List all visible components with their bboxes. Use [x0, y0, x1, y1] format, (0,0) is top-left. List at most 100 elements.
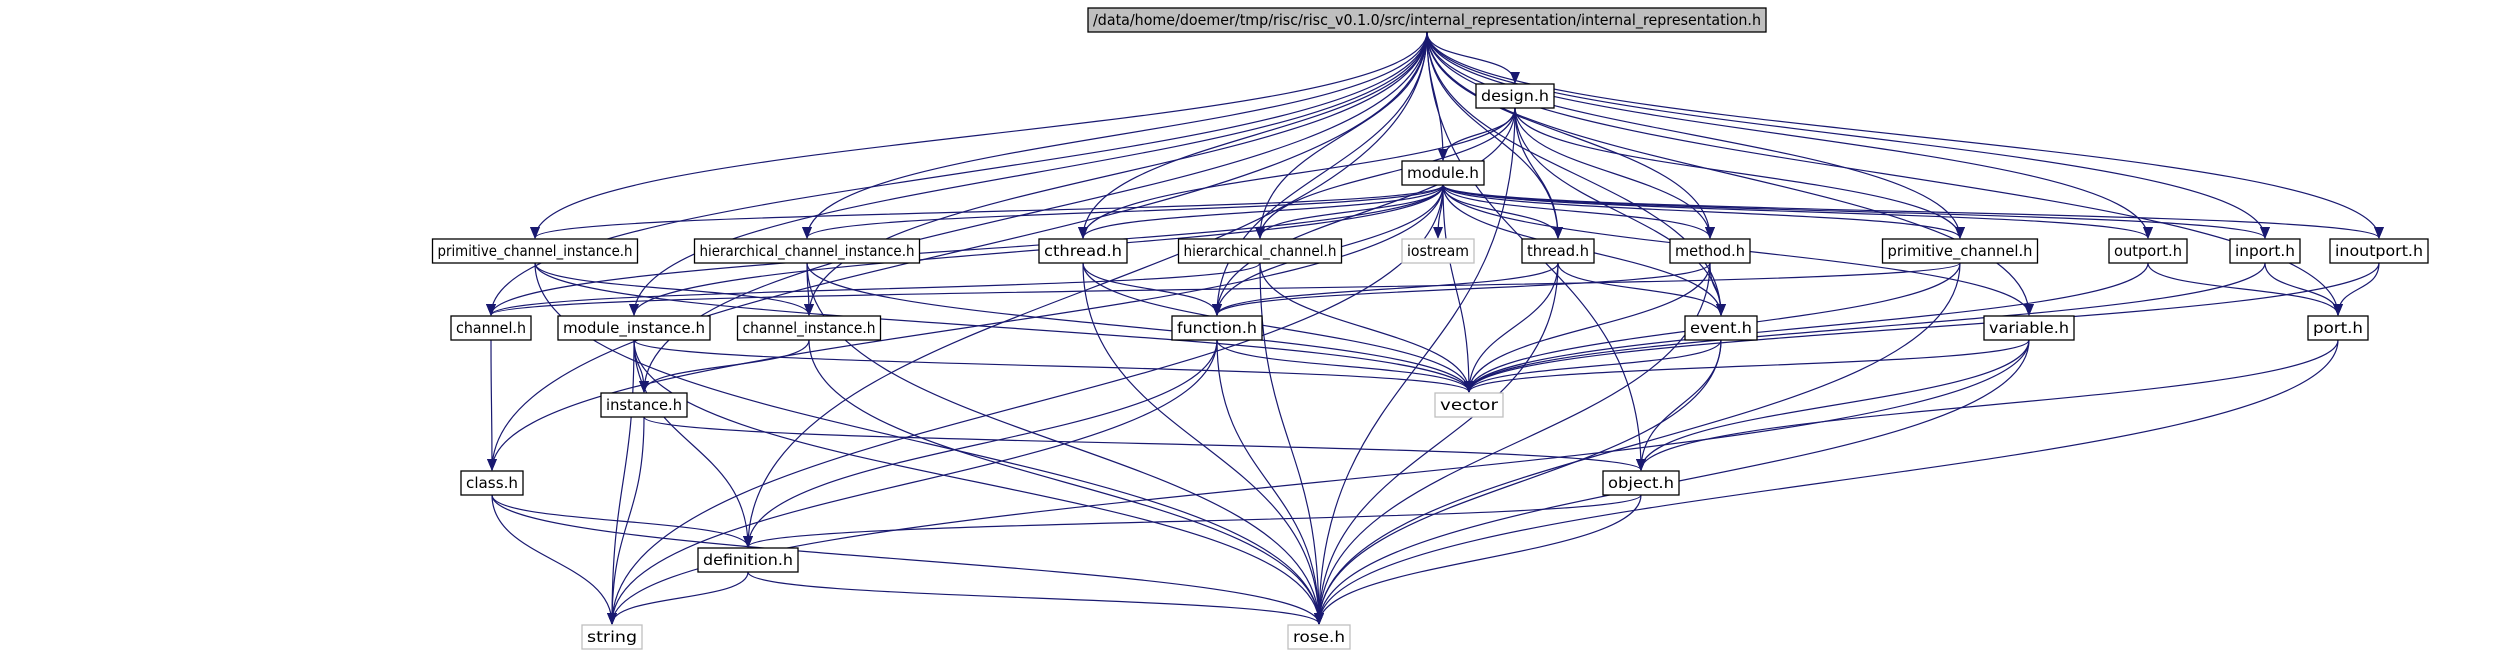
- node-label: hierarchical_channel_instance.h: [700, 242, 915, 261]
- edge-primitive_channel-to-rose: [1314, 262, 1961, 625]
- node-label: thread.h: [1527, 242, 1589, 260]
- edge-design-to-hierarchical_channel: [1255, 107, 1516, 239]
- node-label: event.h: [1690, 319, 1752, 337]
- node-box: [581, 624, 643, 650]
- edge-internal_representation-to-channel: [486, 31, 1428, 316]
- node-label: rose.h: [1293, 628, 1345, 646]
- node-label: channel.h: [456, 319, 526, 337]
- edge-inport-to-vector: [1464, 262, 2266, 393]
- edge-definition-to-rose: [747, 571, 1324, 625]
- edge-design-to-cthread: [1078, 107, 1516, 239]
- edge-object-to-definition: [743, 494, 1642, 548]
- node-method[interactable]: method.h: [1669, 238, 1751, 264]
- node-variable[interactable]: variable.h: [1983, 315, 2075, 341]
- edge-design-to-function: [1212, 107, 1516, 316]
- edge-internal_representation-to-definition: [743, 31, 1428, 548]
- node-class[interactable]: class.h: [460, 470, 524, 496]
- node-cthread[interactable]: cthread.h: [1038, 238, 1128, 264]
- node-primitive-channel-instance[interactable]: primitive_channel_instance.h: [431, 238, 639, 264]
- node-outport[interactable]: outport.h: [2108, 238, 2188, 264]
- edge-design-to-thread: [1514, 107, 1563, 239]
- node-label: primitive_channel.h: [1888, 242, 2033, 261]
- edge-internal_representation-to-function: [1212, 31, 1428, 316]
- node-hierarchical-channel-instance[interactable]: hierarchical_channel_instance.h: [693, 238, 921, 264]
- node-label: outport.h: [2114, 242, 2182, 260]
- edge-internal_representation-to-inport: [1426, 31, 2270, 239]
- node-label: method.h: [1675, 242, 1745, 260]
- node-label: string: [587, 628, 637, 646]
- node-channel[interactable]: channel.h: [450, 315, 532, 341]
- edge-internal_representation-to-hierarchical_channel_instance: [802, 31, 1428, 239]
- node-vector: vector: [1434, 392, 1504, 418]
- node-box: [431, 238, 639, 264]
- node-inoutport[interactable]: inoutport.h: [2329, 238, 2429, 264]
- node-box: [450, 315, 532, 341]
- node-port[interactable]: port.h: [2307, 315, 2369, 341]
- node-design[interactable]: design.h: [1475, 83, 1555, 109]
- edge-internal_representation-to-design: [1426, 31, 1520, 84]
- node-label: vector: [1440, 396, 1499, 414]
- edge-design-to-method: [1514, 107, 1715, 239]
- node-box: [1171, 315, 1263, 341]
- node-box: [1684, 315, 1758, 341]
- node-label: module_instance.h: [563, 319, 705, 338]
- edge-channel_instance-to-instance: [639, 339, 810, 393]
- node-event[interactable]: event.h: [1684, 315, 1758, 341]
- edge-instance-to-object: [643, 416, 1646, 471]
- edge-function-to-rose: [1216, 339, 1324, 625]
- node-inport[interactable]: inport.h: [2229, 238, 2301, 264]
- edge-instance-to-string: [607, 416, 645, 625]
- edge-thread-to-rose: [1314, 262, 1559, 625]
- edge-outport-to-port: [2147, 262, 2343, 316]
- edge-definition-to-string: [607, 571, 749, 625]
- edge-module-to-vector: [1442, 184, 1474, 393]
- node-box: [1401, 238, 1475, 264]
- node-function[interactable]: function.h: [1171, 315, 1263, 341]
- node-module-instance[interactable]: module_instance.h: [557, 315, 711, 341]
- node-thread[interactable]: thread.h: [1521, 238, 1595, 264]
- edge-internal_representation-to-cthread: [1078, 31, 1428, 239]
- node-hierarchical-channel[interactable]: hierarchical_channel.h: [1177, 238, 1343, 264]
- edge-module-to-cthread: [1078, 184, 1444, 239]
- node-box: [460, 470, 524, 496]
- node-label: object.h: [1608, 474, 1674, 492]
- node-internal-representation: /data/home/doemer/tmp/risc/risc_v0.1.0/s…: [1087, 7, 1767, 33]
- edge-internal_representation-to-thread: [1426, 31, 1563, 239]
- node-object[interactable]: object.h: [1602, 470, 1680, 496]
- edge-method-to-vector: [1464, 262, 1711, 393]
- edge-cthread-to-vector: [1082, 262, 1474, 393]
- node-channel-instance[interactable]: channel_instance.h: [736, 315, 882, 341]
- node-label: inoutport.h: [2335, 242, 2423, 260]
- node-label: class.h: [466, 474, 518, 492]
- node-label: port.h: [2313, 319, 2363, 337]
- edge-module-to-primitive_channel: [1442, 184, 1965, 239]
- node-label: module.h: [1407, 164, 1479, 182]
- edge-inoutport-to-port: [2333, 262, 2380, 316]
- edge-function-to-vector: [1216, 339, 1474, 393]
- node-label: cthread.h: [1044, 242, 1122, 260]
- edge-event-to-vector: [1464, 339, 1722, 393]
- node-module[interactable]: module.h: [1401, 160, 1485, 186]
- edge-cthread-to-rose: [1082, 262, 1324, 625]
- node-definition[interactable]: definition.h: [697, 547, 799, 573]
- node-instance[interactable]: instance.h: [600, 392, 688, 418]
- edge-function-to-definition: [743, 339, 1218, 548]
- edge-module-to-thread: [1442, 184, 1563, 239]
- edge-channel-to-class: [486, 339, 497, 471]
- edge-internal_representation-to-method: [1426, 31, 1715, 239]
- node-box: [1475, 83, 1555, 109]
- edge-cthread-to-function: [1082, 262, 1222, 316]
- edge-hierarchical_channel-to-vector: [1259, 262, 1474, 393]
- edge-module-to-channel: [486, 184, 1444, 316]
- node-box: [1287, 624, 1351, 650]
- edge-hierarchical_channel_instance-to-vector: [806, 262, 1474, 393]
- node-label: variable.h: [1989, 319, 2069, 337]
- node-label: hierarchical_channel.h: [1184, 242, 1337, 261]
- edge-module-to-hierarchical_channel_instance: [802, 184, 1444, 239]
- edge-internal_representation-to-primitive_channel_instance: [530, 31, 1428, 239]
- edge-module_instance-to-string: [607, 339, 635, 625]
- edge-internal_representation-to-primitive_channel: [1426, 31, 1965, 239]
- edge-module-to-inoutport: [1442, 184, 2384, 239]
- node-primitive-channel[interactable]: primitive_channel.h: [1881, 238, 2039, 264]
- edge-internal_representation-to-module_instance: [629, 31, 1428, 316]
